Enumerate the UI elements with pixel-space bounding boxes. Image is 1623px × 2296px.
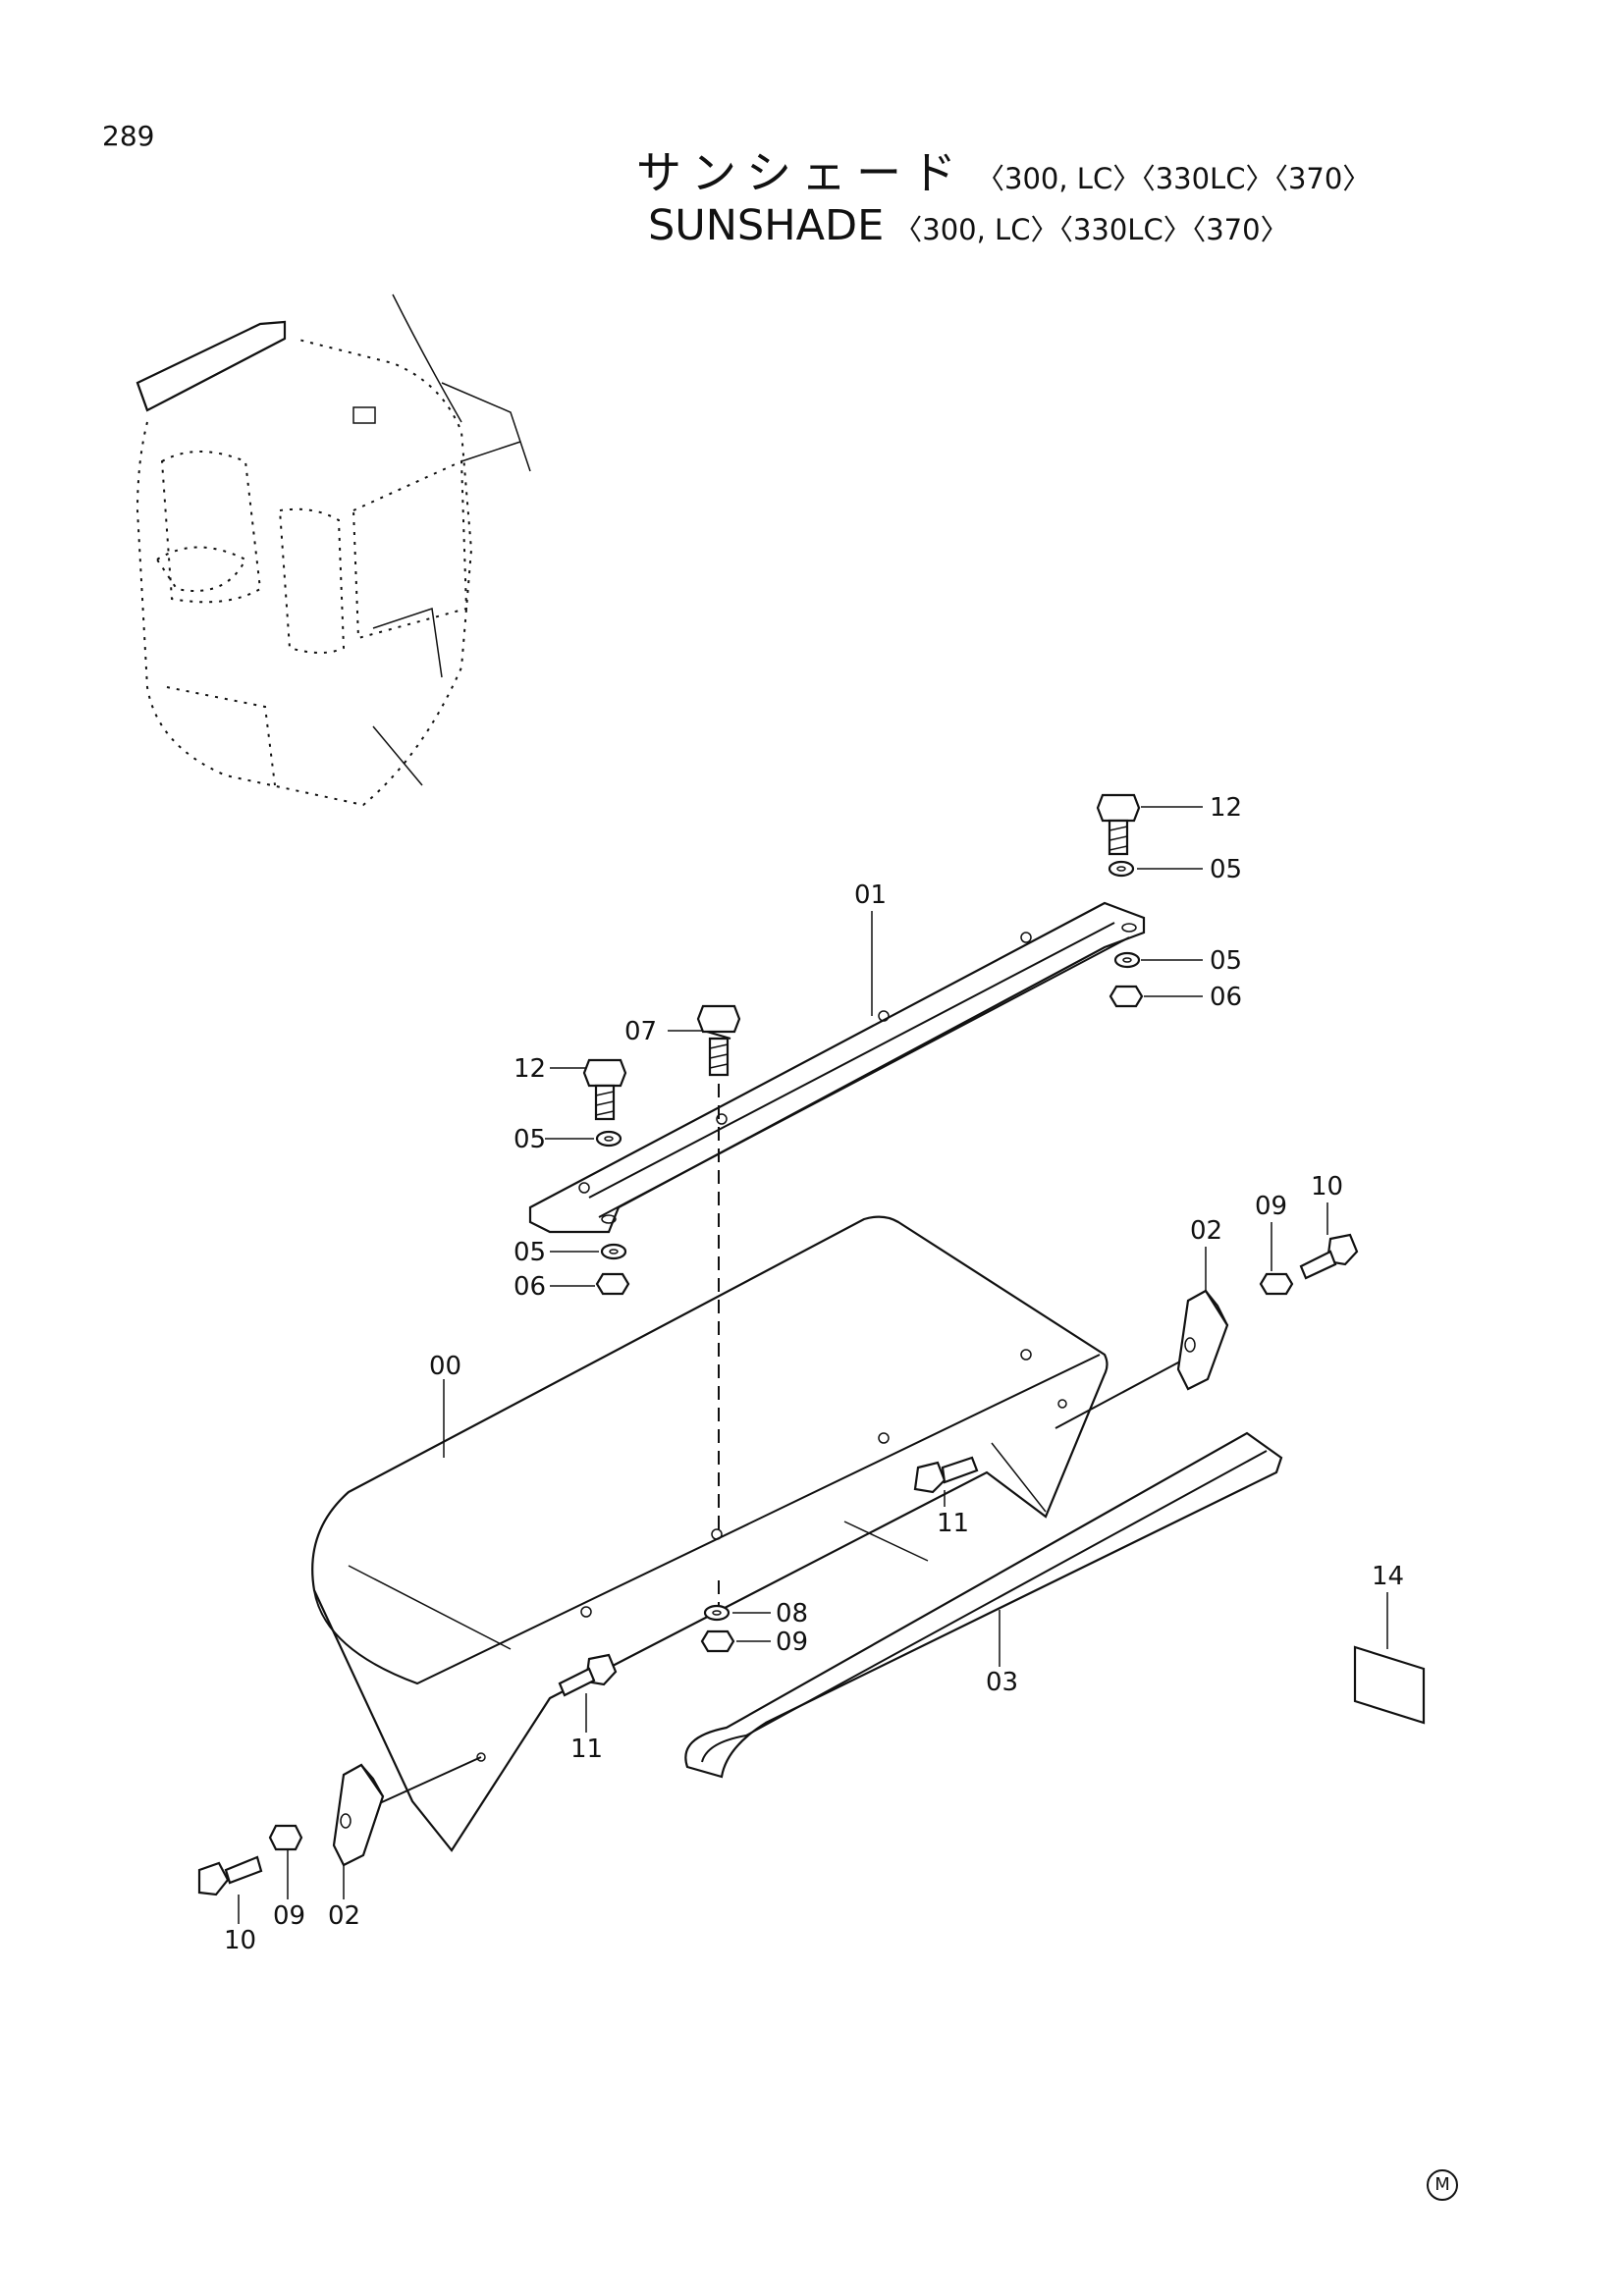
- callout-01: 01: [854, 881, 887, 910]
- model-list-en: 〈300, LC〉〈330LC〉〈370〉: [893, 213, 1289, 246]
- callout-09-center: 09: [776, 1628, 808, 1657]
- callout-06-left: 06: [514, 1272, 546, 1302]
- callout-06-right: 06: [1210, 983, 1242, 1012]
- washer-icon: [595, 1130, 622, 1148]
- title-japanese: サンシェード〈300, LC〉〈330LC〉〈370〉: [636, 137, 1371, 202]
- hex-bolt-icon: [1096, 793, 1141, 856]
- mount-line-left: [372, 1756, 482, 1807]
- hex-bolt-icon: [913, 1456, 979, 1494]
- page-number: 289: [102, 120, 155, 152]
- callout-00: 00: [429, 1352, 461, 1381]
- washer-icon: [1113, 951, 1141, 969]
- callout-05-left: 05: [514, 1125, 546, 1154]
- washer-icon: [703, 1604, 730, 1622]
- sunshade-body-00: [311, 1215, 1109, 1852]
- callout-12-top: 12: [1210, 793, 1242, 823]
- hex-bolt-icon: [197, 1855, 263, 1896]
- callout-07: 07: [624, 1017, 657, 1046]
- model-list-jp: 〈300, LC〉〈330LC〉〈370〉: [976, 162, 1372, 195]
- nut-icon: [268, 1824, 303, 1851]
- callout-14: 14: [1372, 1562, 1404, 1591]
- callout-09-left: 09: [273, 1901, 305, 1931]
- nut-icon: [595, 1272, 630, 1296]
- callout-10-left: 10: [224, 1926, 256, 1955]
- callout-11-right: 11: [937, 1509, 969, 1538]
- callout-02-left: 02: [328, 1901, 360, 1931]
- callout-02-right: 02: [1190, 1216, 1222, 1246]
- bracket-icon: [1176, 1289, 1229, 1391]
- manual-mark: M: [1427, 2169, 1458, 2201]
- callout-11-left: 11: [570, 1735, 603, 1764]
- hex-bolt-icon: [696, 1004, 741, 1077]
- nut-icon: [1109, 985, 1144, 1008]
- title-jp-text: サンシェード: [636, 146, 966, 199]
- callout-08: 08: [776, 1599, 808, 1629]
- cab-overview-icon: [135, 294, 531, 807]
- label-icon: [1353, 1645, 1426, 1725]
- washer-icon: [600, 1243, 627, 1260]
- hex-bolt-icon: [582, 1058, 627, 1121]
- title-english: SUNSHADE〈300, LC〉〈330LC〉〈370〉: [648, 201, 1289, 250]
- nut-icon: [700, 1629, 735, 1653]
- mount-line-right: [1055, 1354, 1194, 1429]
- seal-strip-03: [684, 1431, 1283, 1779]
- callout-labels: 12 05 01 05 06 07 12 05 05 06 00 02 09 1…: [224, 793, 1404, 1955]
- callout-05-right: 05: [1210, 946, 1242, 976]
- washer-icon: [1108, 860, 1135, 878]
- title-en-text: SUNSHADE: [648, 201, 885, 250]
- callout-05-top: 05: [1210, 855, 1242, 884]
- callout-10-right: 10: [1311, 1172, 1343, 1201]
- bracket-icon: [332, 1763, 385, 1867]
- hex-bolt-icon: [1299, 1233, 1359, 1280]
- rail-part-01: [528, 901, 1146, 1234]
- hex-bolt-icon: [558, 1653, 618, 1697]
- callout-05-lower: 05: [514, 1238, 546, 1267]
- nut-icon: [1259, 1272, 1294, 1296]
- callout-12-left: 12: [514, 1054, 546, 1084]
- leader-lines: [238, 806, 1388, 1924]
- callout-03: 03: [986, 1668, 1018, 1697]
- callout-09-right: 09: [1255, 1192, 1287, 1221]
